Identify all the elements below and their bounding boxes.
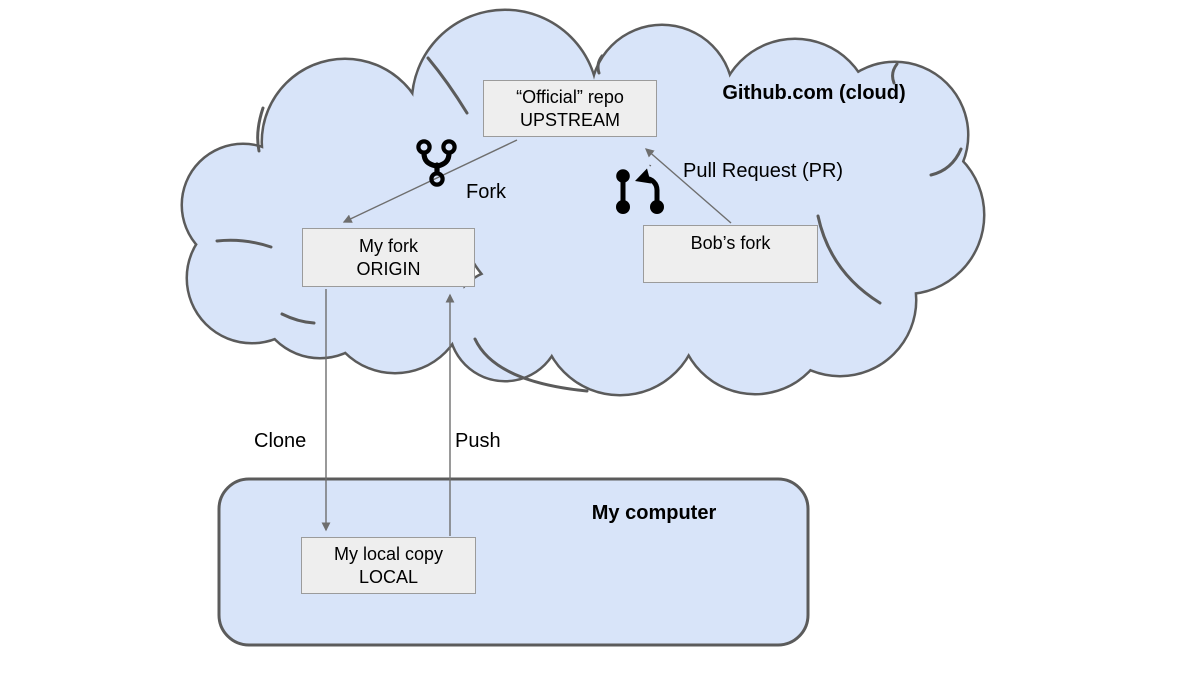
cloud-region-title: Github.com (cloud) xyxy=(722,82,906,104)
github-cloud-shape xyxy=(183,11,983,394)
pull-request-label: Pull Request (PR) xyxy=(683,160,844,182)
push-label: Push xyxy=(455,430,501,452)
cloud-overlap-seams xyxy=(215,54,963,393)
node-upstream-line1: “Official” repo xyxy=(516,86,624,107)
git-pull-request-icon xyxy=(616,168,664,214)
node-bobs-fork-line1: Bob’s fork xyxy=(690,233,771,253)
node-origin-line2: ORIGIN xyxy=(356,258,421,279)
node-local: My local copy LOCAL xyxy=(301,537,476,594)
pull-request-arrow xyxy=(644,148,732,224)
node-origin-line1: My fork xyxy=(358,235,418,256)
node-local-line1: My local copy xyxy=(333,543,444,564)
git-fork-icon xyxy=(416,139,457,187)
fork-label: Fork xyxy=(466,181,506,203)
my-computer-container xyxy=(217,477,810,647)
node-upstream-line2: UPSTREAM xyxy=(519,109,620,130)
node-origin: My fork ORIGIN xyxy=(302,228,475,287)
node-local-line2: LOCAL xyxy=(358,566,419,587)
computer-region-title: My computer xyxy=(591,502,717,524)
clone-label: Clone xyxy=(254,430,307,452)
node-bobs-fork: Bob’s fork xyxy=(643,225,818,283)
node-upstream: “Official” repo UPSTREAM xyxy=(483,80,657,137)
